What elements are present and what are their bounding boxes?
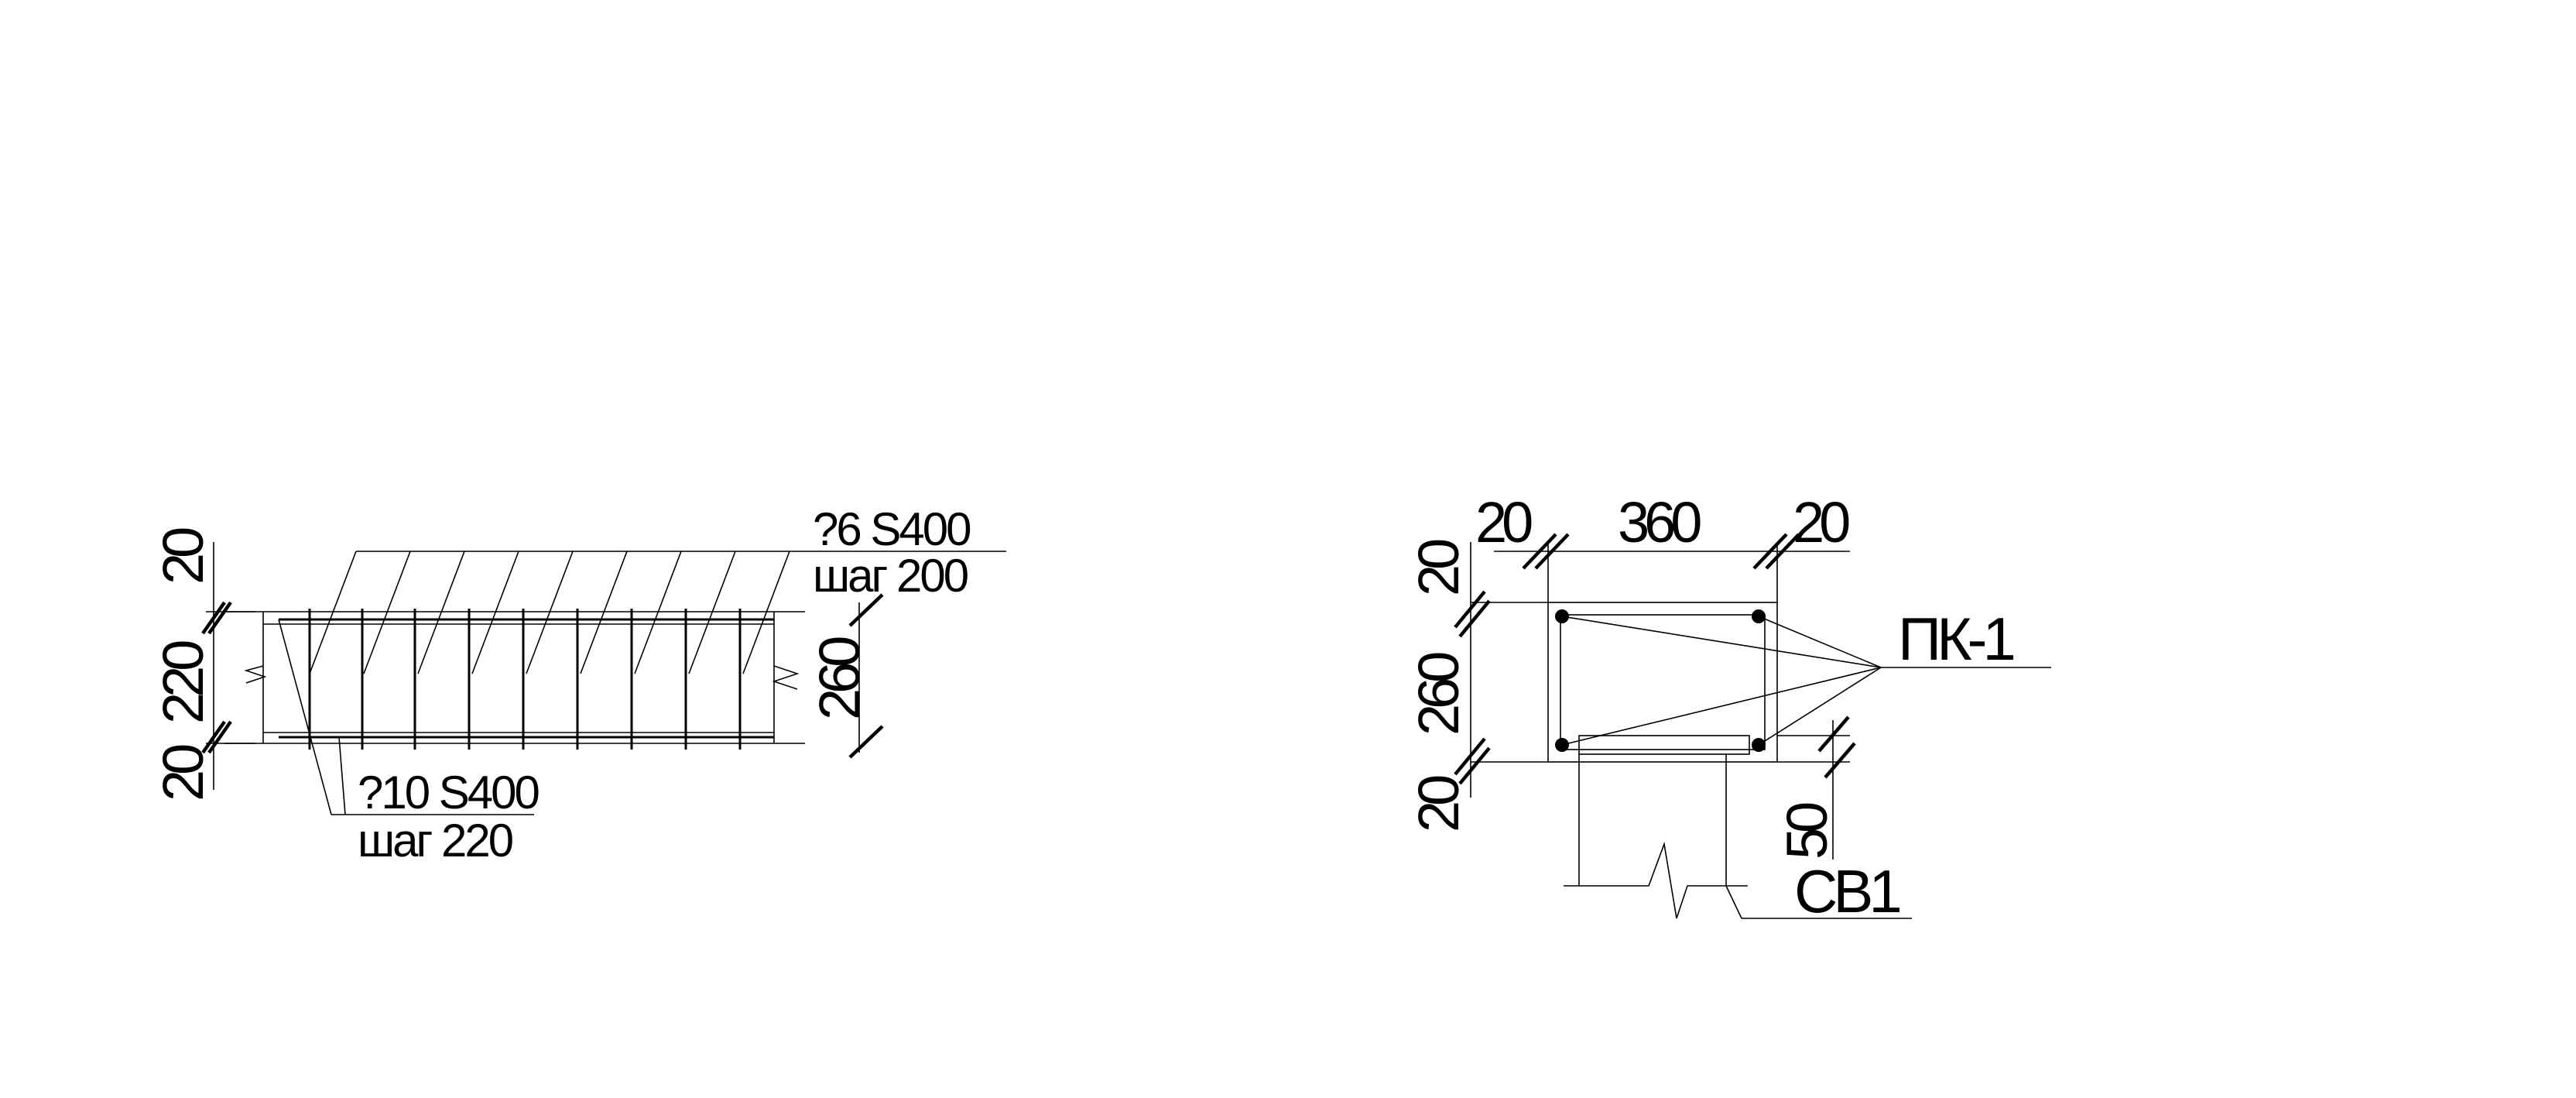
section-left-dimension-chain [1454,542,1491,798]
stirrup-bar-label: ?6 S400 [813,503,971,555]
right-dimension [848,593,884,759]
slab-outline [224,611,805,744]
cage-mark-label: ПК-1 [1898,605,2013,673]
stirrups [308,609,742,750]
extension-lines [1471,542,1850,763]
dim-width: 360 [1618,490,1701,554]
dim-top-cover: 20 [151,528,215,585]
left-detail: 20 220 20 260 ?6 S400 шаг 200 ?10 S400 ш… [151,503,1006,866]
right-detail: 20 360 20 20 260 20 50 ПК-1 СВ1 [1406,490,2051,925]
top-dimension-chain [1494,533,1850,570]
dim-support-depth: 50 [1775,803,1839,860]
main-step-label: шаг 220 [358,815,513,866]
section-outline [1547,602,1778,763]
left-dimension-chain [201,542,255,790]
dim-right-cover: 20 [1793,490,1849,554]
support-depth-dimension [1817,715,1856,860]
break-line-right [772,665,800,690]
dim-section-height: 260 [1406,653,1471,736]
main-bars [279,618,774,739]
dim-height: 220 [151,641,215,724]
dim-total-height: 260 [807,637,872,720]
lower-leaders [278,619,534,815]
dim-section-top-cover: 20 [1406,540,1471,596]
cage-leaders [1561,616,2051,746]
wall-mark-label: СВ1 [1794,857,1899,925]
support-wall [1564,735,1912,919]
dim-bottom-cover: 20 [151,745,215,801]
main-bar-label: ?10 S400 [358,767,540,818]
dim-section-bottom-cover: 20 [1406,776,1471,832]
upper-leaders [309,551,1006,674]
rebar-dots [1555,609,1766,752]
break-line-left [244,665,267,684]
stirrup-step-label: шаг 200 [813,550,968,602]
dim-left-cover: 20 [1475,490,1532,554]
